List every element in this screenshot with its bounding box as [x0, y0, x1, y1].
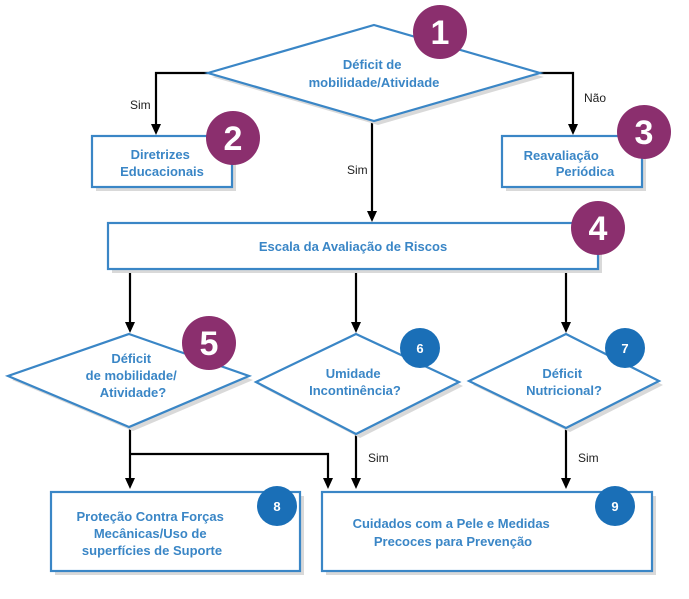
node-6-label: Umidade Incontinência?	[309, 366, 401, 398]
svg-text:3: 3	[635, 114, 654, 152]
badge-2: 2	[206, 111, 260, 165]
svg-text:5: 5	[200, 325, 219, 363]
process-node-9: Cuidados com a Pele e Medidas Precoces p…	[320, 490, 656, 575]
svg-text:6: 6	[416, 341, 423, 356]
edge-n1-to-n4	[367, 122, 377, 222]
edge-n4-to-n6	[351, 270, 361, 333]
svg-text:1: 1	[431, 14, 450, 52]
edge-n5-to-n9	[130, 452, 333, 489]
process-node-2: Diretrizes Educacionais	[90, 134, 236, 191]
badge-1: 1	[413, 5, 467, 59]
node-8-label: Proteção Contra Forças Mecânicas/Uso de …	[77, 509, 228, 558]
edge-n5-to-n8	[125, 427, 135, 489]
node-4-label: Escala da Avaliação de Riscos	[259, 239, 447, 254]
node-1-label: Déficit de mobilidade/Atividade	[309, 57, 440, 90]
edge-n7-to-n9	[561, 428, 571, 489]
node-3-label: Reavaliação Periódica	[524, 148, 615, 179]
badge-3: 3	[617, 105, 671, 159]
edge-n4-to-n5	[125, 270, 135, 333]
edge-label-n1-to-n3: Não	[584, 91, 606, 105]
badge-8: 8	[257, 486, 297, 526]
edge-label-n6-to-n9: Sim	[368, 451, 389, 465]
svg-text:7: 7	[621, 341, 628, 356]
edge-label-n1-to-n2: Sim	[130, 98, 151, 112]
badge-9: 9	[595, 486, 635, 526]
badge-4: 4	[571, 201, 625, 255]
badge-5: 5	[182, 316, 236, 370]
node-9-label: Cuidados com a Pele e Medidas Precoces p…	[353, 516, 554, 549]
svg-text:9: 9	[611, 499, 618, 514]
edge-n1-to-n3	[540, 71, 578, 135]
edge-n6-to-n9	[351, 434, 361, 489]
process-node-4: Escala da Avaliação de Riscos	[106, 221, 602, 273]
process-node-8: Proteção Contra Forças Mecânicas/Uso de …	[49, 490, 304, 575]
edge-label-n1-to-n4: Sim	[347, 163, 368, 177]
badge-6: 6	[400, 328, 440, 368]
svg-text:4: 4	[589, 210, 608, 248]
badge-7: 7	[605, 328, 645, 368]
node-5-label: Déficit de mobilidade/ Atividade?	[86, 351, 181, 400]
decision-node-1: Déficit de mobilidade/Atividade	[204, 23, 544, 125]
node-2-label: Diretrizes Educacionais	[120, 147, 204, 179]
edge-label-n7-to-n9: Sim	[578, 451, 599, 465]
svg-text:8: 8	[273, 499, 280, 514]
edge-n1-to-n2	[151, 71, 208, 135]
edge-n4-to-n7	[561, 270, 571, 333]
svg-text:2: 2	[224, 120, 243, 158]
node-7-label: Déficit Nutricional?	[526, 366, 602, 398]
